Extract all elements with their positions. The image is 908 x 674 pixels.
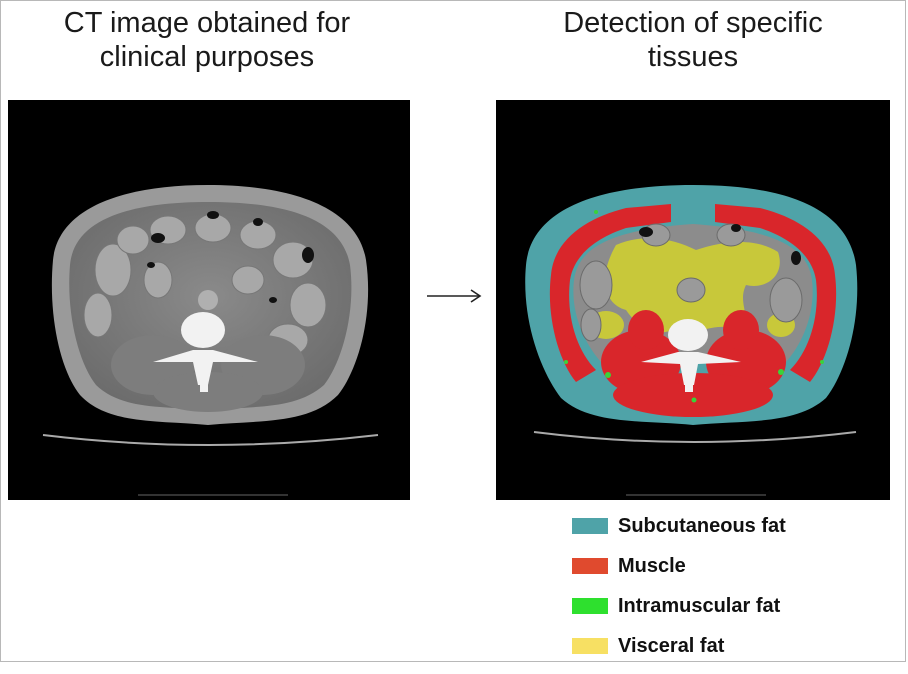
right-panel-title: Detection of specific tissues xyxy=(496,6,890,74)
vertebra xyxy=(153,312,258,392)
gas-pockets xyxy=(147,211,314,303)
intramuscular-fat-spots xyxy=(564,210,824,403)
segmented-vertebra xyxy=(641,319,741,392)
legend-label: Muscle xyxy=(618,555,686,577)
segmented-image-panel xyxy=(496,100,890,500)
left-title-line-2: clinical purposes xyxy=(99,41,315,73)
ct-scan-image xyxy=(42,185,379,496)
scanner-table xyxy=(42,434,379,446)
muscle-swatch xyxy=(572,558,608,574)
aorta xyxy=(198,290,218,310)
visceral-fat-swatch xyxy=(572,638,608,654)
left-panel-title: CT image obtained for clinical purposes xyxy=(8,6,406,74)
left-title-line-1: CT image obtained for xyxy=(63,7,351,39)
right-title-line-1: Detection of specific xyxy=(563,7,823,39)
posterior-muscles xyxy=(601,310,786,417)
abdominal-wall-muscle xyxy=(549,204,671,382)
legend-label: Intramuscular fat xyxy=(618,595,781,617)
segmented-ct-image xyxy=(525,185,858,496)
legend-label: Visceral fat xyxy=(618,635,725,657)
legend-label: Subcutaneous fat xyxy=(618,515,786,537)
intramuscular-fat-swatch xyxy=(572,598,608,614)
subcutaneous-fat-swatch xyxy=(572,518,608,534)
right-title-line-2: tissues xyxy=(647,41,739,73)
ct-image-panel xyxy=(8,100,410,500)
right-arrow-icon xyxy=(427,289,482,303)
